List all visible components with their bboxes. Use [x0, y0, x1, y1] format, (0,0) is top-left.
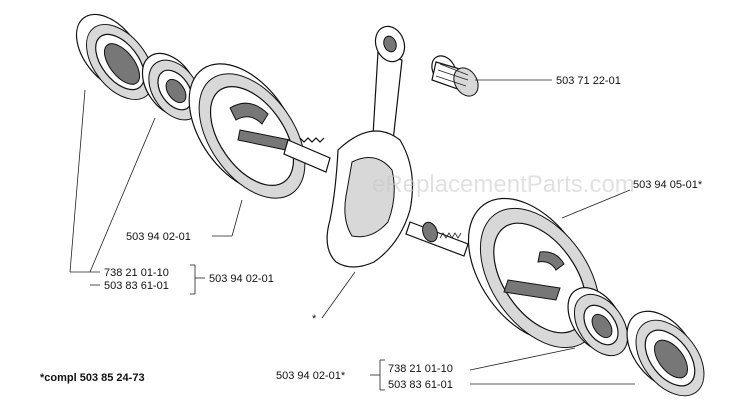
footnote: *compl 503 85 24-73 [40, 372, 145, 384]
needle-bearing [431, 55, 479, 97]
label-left-kit: 503 94 02-01 [209, 273, 274, 285]
label-bottom-bearing: 738 21 01-10 [388, 363, 453, 375]
right-ball-bearing [567, 287, 629, 357]
watermark: eReplacementParts.com [372, 171, 635, 198]
left-crank-half [188, 63, 306, 199]
right-oil-seal [626, 310, 705, 397]
label-right-crank-half: 503 94 05-01* [633, 179, 703, 191]
label-asterisk: * [312, 313, 317, 325]
label-left-seal: 503 83 61-01 [104, 280, 169, 292]
label-bottom-seal: 503 83 61-01 [388, 379, 453, 391]
crankshaft [283, 25, 469, 268]
left-oil-seal [75, 13, 154, 100]
label-bottom-kit: 503 94 02-01* [276, 370, 346, 382]
label-left-bearing: 738 21 01-10 [104, 267, 169, 279]
leader-lines [69, 79, 635, 391]
label-left-crank-half: 503 94 02-01 [126, 231, 191, 243]
label-needle-bearing: 503 71 22-01 [556, 75, 621, 87]
